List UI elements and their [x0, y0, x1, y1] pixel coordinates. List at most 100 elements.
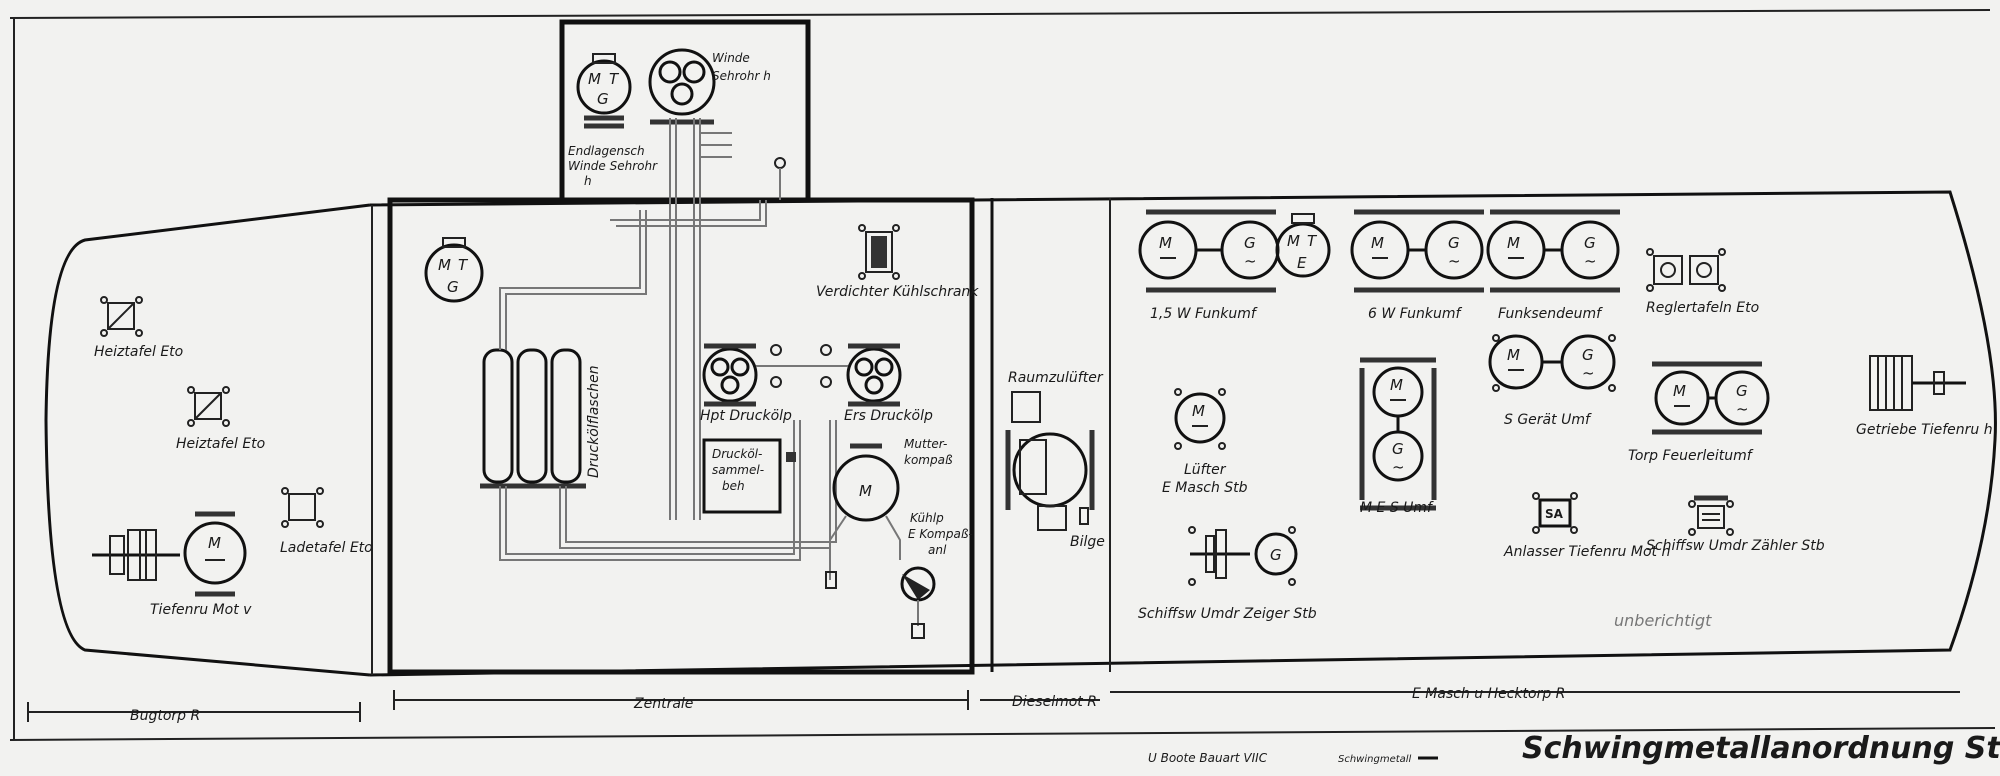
- luefter-label-2: E Masch Stb: [1162, 480, 1248, 496]
- funksendeumf-label: Funksendeumf: [1498, 306, 1603, 322]
- zeiger-label: Schiffsw Umdr Zeiger Stb: [1138, 606, 1317, 622]
- ers-druckoelp-label: Ers Druckölp: [844, 408, 933, 424]
- funkumf-6-g: G: [1448, 234, 1460, 252]
- kuehlp: Kühlp E Kompaß- anl: [825, 511, 973, 639]
- s-geraet-label: S Gerät Umf: [1504, 412, 1592, 428]
- compartment-diesel-label: Dieselmot R: [1012, 694, 1097, 710]
- getriebe-label: Getriebe Tiefenru h: [1856, 422, 1993, 438]
- periscope-pipes: [669, 118, 786, 520]
- mes-m: M: [1390, 376, 1403, 394]
- torp-m: M: [1673, 382, 1686, 400]
- funksendeumf: M G ~ Funksendeumf: [1486, 209, 1620, 322]
- s-geraet-tilde: ~: [1582, 364, 1595, 382]
- mes-umf: M G ~ M E S Umf: [1359, 357, 1437, 516]
- tiefenru-mot-v: M Tiefenru Mot v: [92, 511, 252, 618]
- compartment-dimensions: Bugtorp R Zentrale Dieselmot R E Masch u…: [27, 686, 1960, 724]
- umdr-zeiger: G Schiffsw Umdr Zeiger Stb: [1138, 526, 1317, 622]
- winde-sehrohr-label: Winde Sehrohr: [568, 159, 658, 173]
- s-geraet-g: G: [1582, 346, 1594, 364]
- hull-bow-outline: [44, 203, 371, 677]
- mutterkompass-label-2: kompaß: [904, 453, 953, 467]
- torp-feuerleitumf: M G ~ Torp Feuerleitumf: [1628, 361, 1770, 464]
- funkumf-6: M G ~ 6 W Funkumf: [1350, 209, 1484, 322]
- reglertafeln-label: Reglertafeln Eto: [1646, 300, 1759, 316]
- winde-sehrohr: Winde Sehrohr h: [648, 48, 771, 125]
- sammelbeh-label-1: Drucköl-: [712, 447, 762, 461]
- funksendeumf-m: M: [1507, 234, 1520, 252]
- funksendeumf-tilde: ~: [1584, 252, 1597, 270]
- raumzuluefter: Raumzulüfter Bilge: [1005, 370, 1105, 550]
- s-geraet-m: M: [1507, 346, 1520, 364]
- getriebe-tiefenru: Getriebe Tiefenru h: [1856, 355, 1993, 438]
- funkumf-15-m: M: [1159, 234, 1172, 252]
- luefter-label-1: Lüfter: [1184, 462, 1227, 478]
- heiztafel-1-label: Heiztafel Eto: [94, 344, 183, 360]
- control-pipes: [499, 200, 837, 561]
- boat-type-label: U Boote Bauart VIIC: [1148, 751, 1268, 765]
- tiefenru-mot-v-label: Tiefenru Mot v: [150, 602, 252, 618]
- torp-g: G: [1736, 382, 1748, 400]
- anlasser-tiefenru: SA Anlasser Tiefenru Mot h: [1503, 492, 1670, 560]
- mtg-periscope: M T G: [576, 53, 632, 129]
- funkumf-15: M G ~ 1,5 W Funkumf: [1138, 209, 1280, 322]
- compartment-bow-label: Bugtorp R: [130, 708, 200, 724]
- kuehlp-label-1: Kühlp: [910, 511, 944, 525]
- funksendeumf-g: G: [1584, 234, 1596, 252]
- ladetafel: Ladetafel Eto: [280, 487, 373, 556]
- mtg-control-g: G: [447, 278, 459, 296]
- sehrohr-label: Sehrohr h: [712, 69, 771, 83]
- funkumf-15-tilde: ~: [1244, 252, 1257, 270]
- mutterkompass-m: M: [859, 482, 872, 500]
- legend-label: Schwingmetall: [1338, 754, 1412, 765]
- ladetafel-label: Ladetafel Eto: [280, 540, 373, 556]
- mes-g: G: [1392, 440, 1404, 458]
- umdr-zaehler: Schiffsw Umdr Zähler Stb: [1646, 495, 1825, 554]
- control-room-box: [387, 197, 975, 675]
- kuehlschrank-label: Verdichter Kühlschrank: [816, 284, 979, 300]
- mte-e: E: [1297, 254, 1307, 272]
- luefter-m: M: [1192, 402, 1205, 420]
- hpt-druckoelp-label: Hpt Druckölp: [700, 408, 792, 424]
- funkumf-6-label: 6 W Funkumf: [1368, 306, 1463, 322]
- unberichtigt-stamp: unberichtigt: [1614, 611, 1712, 630]
- heiztafel-2: Heiztafel Eto: [176, 386, 265, 452]
- mtg-periscope-m: M: [588, 70, 601, 88]
- pump-valves: [756, 344, 848, 462]
- drawing-title: Schwingmetallanordnung Stb: [1522, 731, 2000, 766]
- mutterkompass-label-1: Mutter-: [904, 437, 947, 451]
- druckoelflaschen: Druckölflaschen: [480, 348, 602, 489]
- mtg-control: M T G: [424, 237, 484, 303]
- kuehlp-label-2: E Kompaß-: [908, 527, 973, 541]
- s-geraet-umf: M G ~ S Gerät Umf: [1488, 334, 1616, 428]
- mtg-control-m: M: [438, 256, 451, 274]
- reglertafeln: Reglertafeln Eto: [1646, 248, 1759, 316]
- mtg-periscope-t: T: [609, 70, 620, 88]
- anlasser-sa: SA: [1545, 507, 1564, 521]
- sammelbeh-label-3: beh: [722, 479, 745, 493]
- mes-umf-label: M E S Umf: [1360, 500, 1434, 516]
- endlagensch-label: Endlagensch: [568, 144, 645, 158]
- periscope-room-box: [559, 19, 811, 203]
- winde-label: Winde: [712, 51, 750, 65]
- anlasser-label: Anlasser Tiefenru Mot h: [1503, 544, 1670, 560]
- mte-t: T: [1307, 232, 1318, 250]
- luefter-e-masch: M Lüfter E Masch Stb: [1162, 388, 1248, 496]
- heiztafel-1: Heiztafel Eto: [94, 296, 183, 360]
- mte-m: M: [1287, 232, 1300, 250]
- raumzuluefter-label: Raumzulüfter: [1008, 370, 1104, 386]
- funkumf-15-label: 1,5 W Funkumf: [1150, 306, 1258, 322]
- ers-druckoelp: Ers Druckölp: [844, 343, 933, 424]
- compartment-control-label: Zentrale: [633, 696, 693, 712]
- kuehlp-label-3: anl: [928, 543, 947, 557]
- heiztafel-2-label: Heiztafel Eto: [176, 436, 265, 452]
- hpt-druckoelp: Hpt Druckölp: [700, 343, 792, 424]
- frame-bottom: [9, 727, 1996, 741]
- mtg-periscope-g: G: [597, 90, 609, 108]
- kuehlschrank: Verdichter Kühlschrank: [816, 224, 979, 300]
- druckoelflaschen-label: Druckölflaschen: [586, 365, 602, 478]
- winde-sehrohr-h-label: h: [584, 174, 592, 188]
- torp-tilde: ~: [1736, 400, 1749, 418]
- frame-top: [9, 9, 1991, 19]
